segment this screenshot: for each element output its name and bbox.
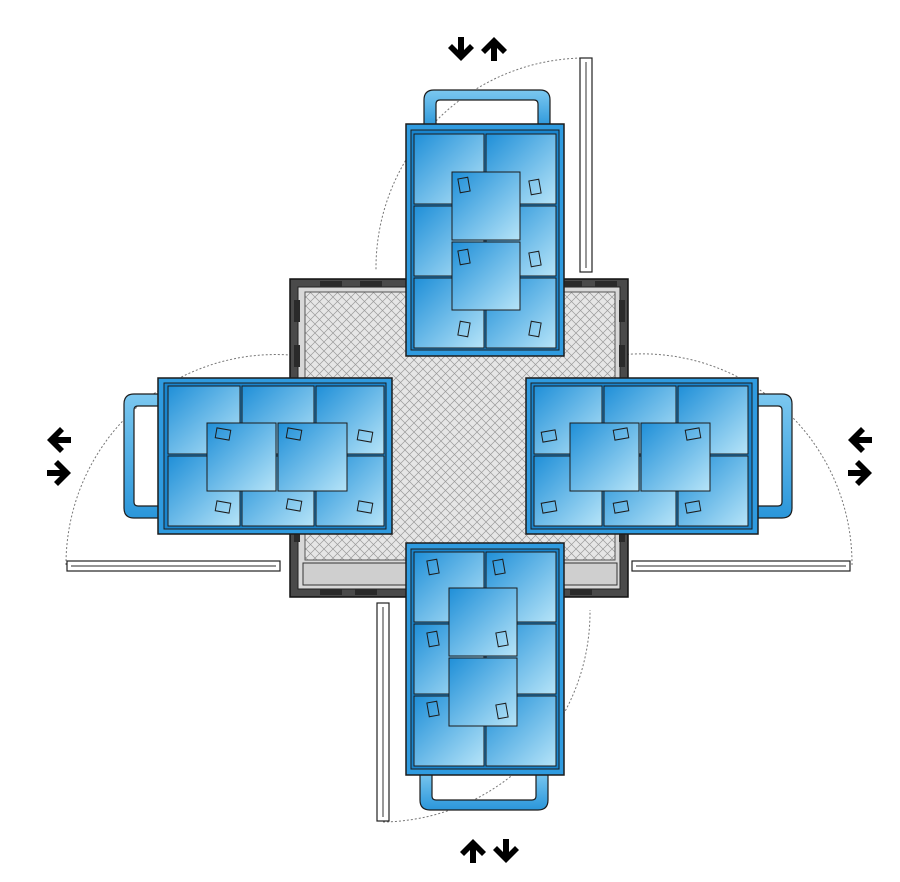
trolley-bottom-handle xyxy=(419,771,549,811)
arrows-left xyxy=(47,427,71,486)
trolley-right-handle xyxy=(753,393,793,519)
trolley-left-handle xyxy=(123,393,163,519)
left-arrow-icon xyxy=(848,427,872,453)
left-arrow-icon xyxy=(47,427,71,453)
trolley-top-handle xyxy=(423,89,551,129)
up-arrow-icon xyxy=(460,839,486,863)
arrows-top xyxy=(448,37,507,61)
door-panels xyxy=(66,57,851,822)
arrows-right xyxy=(848,427,872,486)
arrows-bottom xyxy=(460,839,519,863)
right-arrow-icon xyxy=(848,460,872,486)
trolley-top xyxy=(405,89,565,357)
up-arrow-icon xyxy=(481,37,507,61)
down-arrow-icon xyxy=(493,839,519,863)
trolley-bottom xyxy=(405,542,565,811)
trolley-left xyxy=(123,377,393,535)
down-arrow-icon xyxy=(448,37,474,61)
right-arrow-icon xyxy=(47,460,71,486)
trolley-right xyxy=(525,377,793,535)
